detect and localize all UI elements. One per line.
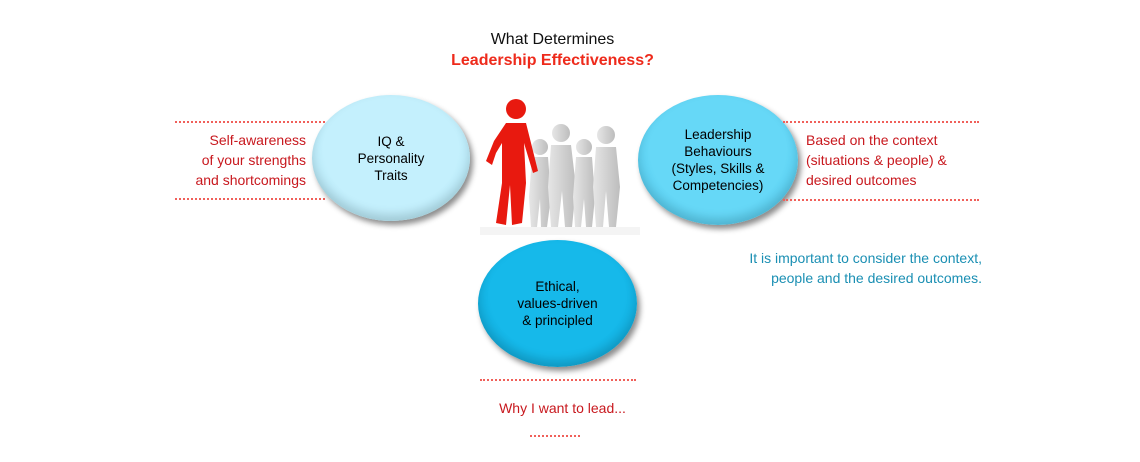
title-line-2: Leadership Effectiveness?: [451, 52, 654, 69]
note-line: people and the desired outcomes.: [771, 270, 982, 286]
bubble-line: IQ &: [377, 133, 405, 149]
dotted-divider: [175, 121, 325, 123]
context-based-note: Based on the context (situations & peopl…: [806, 130, 986, 190]
bubble-line: Behaviours: [684, 144, 752, 159]
note-line: Based on the context: [806, 132, 938, 148]
white-figures: [529, 124, 620, 227]
bubble-line: Leadership: [684, 127, 752, 142]
note-line: and shortcomings: [195, 172, 306, 188]
note-line: It is important to consider the context,: [749, 250, 982, 266]
context-importance-note: It is important to consider the context,…: [680, 248, 982, 288]
dotted-divider: [783, 121, 979, 123]
bubble-line: Personality: [357, 150, 425, 166]
bubble-line: (Styles, Skills &: [671, 161, 765, 176]
note-line: desired outcomes: [806, 172, 917, 188]
ethical-values-bubble: Ethical, values-driven & principled: [478, 240, 637, 367]
bubble-line: Competencies): [672, 178, 764, 193]
red-leader-figure: [486, 99, 538, 225]
dotted-divider: [530, 435, 580, 437]
bubble-line: Ethical,: [535, 279, 580, 294]
bubble-line: Traits: [374, 167, 408, 183]
dotted-divider: [480, 379, 636, 381]
dotted-divider: [783, 199, 979, 201]
title-line-1: What Determines: [490, 31, 615, 48]
dotted-divider: [175, 198, 325, 200]
people-illustration: [480, 99, 640, 235]
bubble-line: values-driven: [517, 296, 598, 311]
bubble-line: & principled: [522, 313, 593, 328]
why-lead-note: Why I want to lead...: [499, 400, 626, 416]
note-line: Self-awareness: [209, 132, 307, 148]
self-awareness-note: Self-awareness of your strengths and sho…: [160, 130, 306, 190]
note-line: of your strengths: [201, 152, 306, 168]
note-line: (situations & people) &: [806, 152, 947, 168]
